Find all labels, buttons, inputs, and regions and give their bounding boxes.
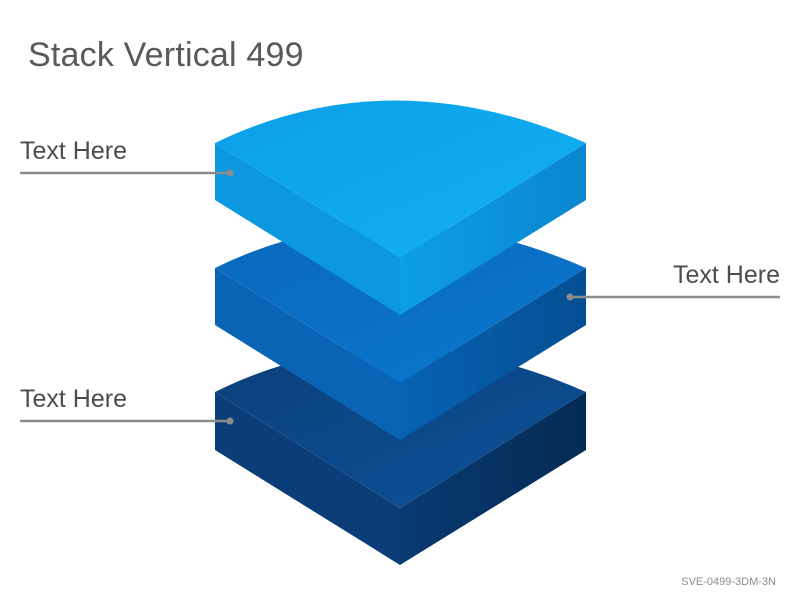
- layer-2-right-face: [400, 268, 586, 440]
- layer-1-top-face: [215, 100, 586, 258]
- layer-3-right-face: [400, 392, 586, 565]
- layer-1-right-face: [400, 143, 586, 315]
- footer-code: SVE-0499-3DM-3N: [681, 576, 776, 588]
- callout-line-2: [566, 293, 780, 301]
- layer-1: [215, 100, 586, 315]
- layer-1-label: Text Here: [20, 137, 127, 165]
- callout-line-1: [20, 169, 234, 177]
- layer-1-left-face: [215, 143, 400, 315]
- page-title: Stack Vertical 499: [28, 36, 304, 74]
- layer-2-left-face: [215, 268, 400, 440]
- layer-3-label: Text Here: [20, 385, 127, 413]
- layer-2-label: Text Here: [673, 261, 780, 289]
- callout-line-3: [20, 417, 234, 425]
- layer-3-left-face: [215, 392, 400, 565]
